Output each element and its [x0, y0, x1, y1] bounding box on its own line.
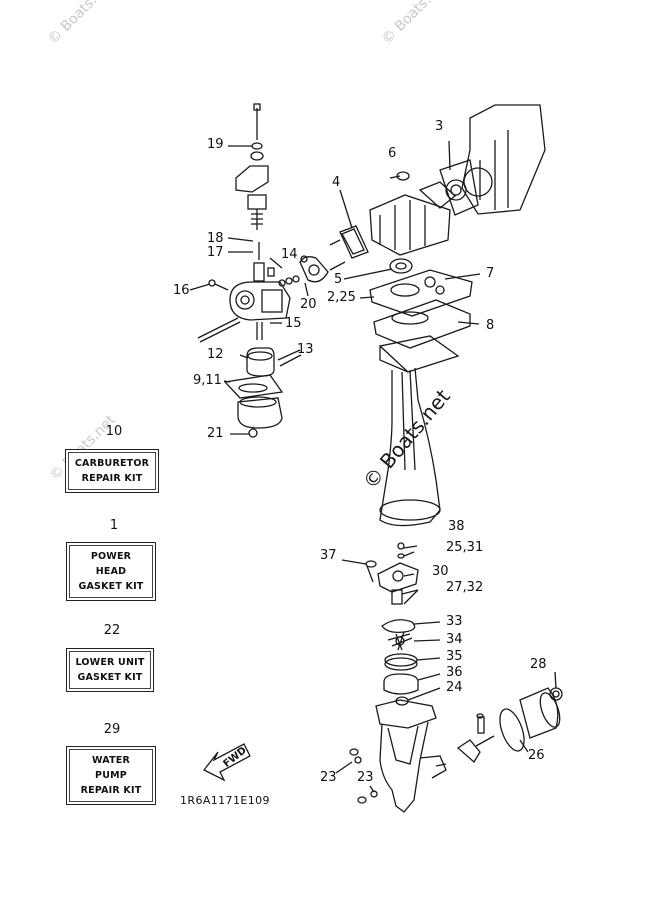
callout-20: 20 — [300, 297, 317, 312]
callout-35: 35 — [446, 649, 463, 664]
callout-25-31: 25,31 — [446, 540, 484, 555]
callout-3: 3 — [435, 119, 444, 134]
kit-number-power-head: 1 — [109, 518, 119, 533]
callout-36: 36 — [446, 665, 463, 680]
kit-line2: REPAIR KIT — [80, 785, 142, 796]
callout-28: 28 — [530, 657, 547, 672]
kit-line1: POWER HEAD — [90, 551, 132, 577]
callout-17: 17 — [207, 245, 224, 260]
callout-16: 16 — [173, 283, 190, 298]
callout-30: 30 — [432, 564, 449, 579]
kit-line2: GASKET KIT — [77, 672, 143, 683]
callout-8: 8 — [486, 318, 495, 333]
kit-line1: LOWER UNIT — [75, 657, 145, 668]
lower-unit — [335, 542, 563, 813]
callout-6: 6 — [388, 146, 397, 161]
callout-19: 19 — [207, 137, 224, 152]
kit-line2: REPAIR KIT — [81, 473, 143, 484]
kit-label-lower-unit: LOWER UNIT GASKET KIT — [66, 648, 154, 692]
callout-12: 12 — [207, 347, 224, 362]
callout-4: 4 — [332, 175, 341, 190]
kit-number-lower-unit: 22 — [103, 623, 121, 638]
callout-14: 14 — [281, 247, 298, 262]
kit-label-water-pump: WATER PUMP REPAIR KIT — [66, 746, 156, 805]
callout-2-25: 2,25 — [327, 290, 356, 305]
kit-label-carburetor: CARBURETOR REPAIR KIT — [65, 449, 159, 493]
callout-26: 26 — [528, 748, 545, 763]
callout-18: 18 — [207, 231, 224, 246]
callout-21: 21 — [207, 426, 224, 441]
callout-38: 38 — [448, 519, 465, 534]
callout-23-right: 23 — [357, 770, 374, 785]
diagram-code: 1R6A1171E109 — [180, 794, 270, 807]
kit-number-water-pump: 29 — [103, 722, 121, 737]
carburetor-assembly — [189, 103, 302, 438]
callout-7: 7 — [486, 266, 495, 281]
callout-34: 34 — [446, 632, 463, 647]
callout-27-32: 27,32 — [446, 580, 484, 595]
callout-37: 37 — [320, 548, 337, 563]
kit-line2: GASKET KIT — [78, 581, 144, 592]
callout-13: 13 — [297, 342, 314, 357]
fwd-arrow — [203, 743, 251, 782]
power-head — [269, 104, 546, 349]
kit-number-carburetor: 10 — [105, 424, 123, 439]
kit-label-power-head: POWER HEAD GASKET KIT — [66, 542, 156, 601]
callout-23-left: 23 — [320, 770, 337, 785]
kit-line1: CARBURETOR — [74, 458, 150, 469]
callout-33: 33 — [446, 614, 463, 629]
callout-24: 24 — [446, 680, 463, 695]
callout-9-11: 9,11 — [193, 373, 222, 388]
callout-5: 5 — [334, 272, 343, 287]
kit-line1: WATER PUMP — [92, 755, 130, 781]
callout-15: 15 — [285, 316, 302, 331]
upper-casing — [378, 335, 460, 527]
